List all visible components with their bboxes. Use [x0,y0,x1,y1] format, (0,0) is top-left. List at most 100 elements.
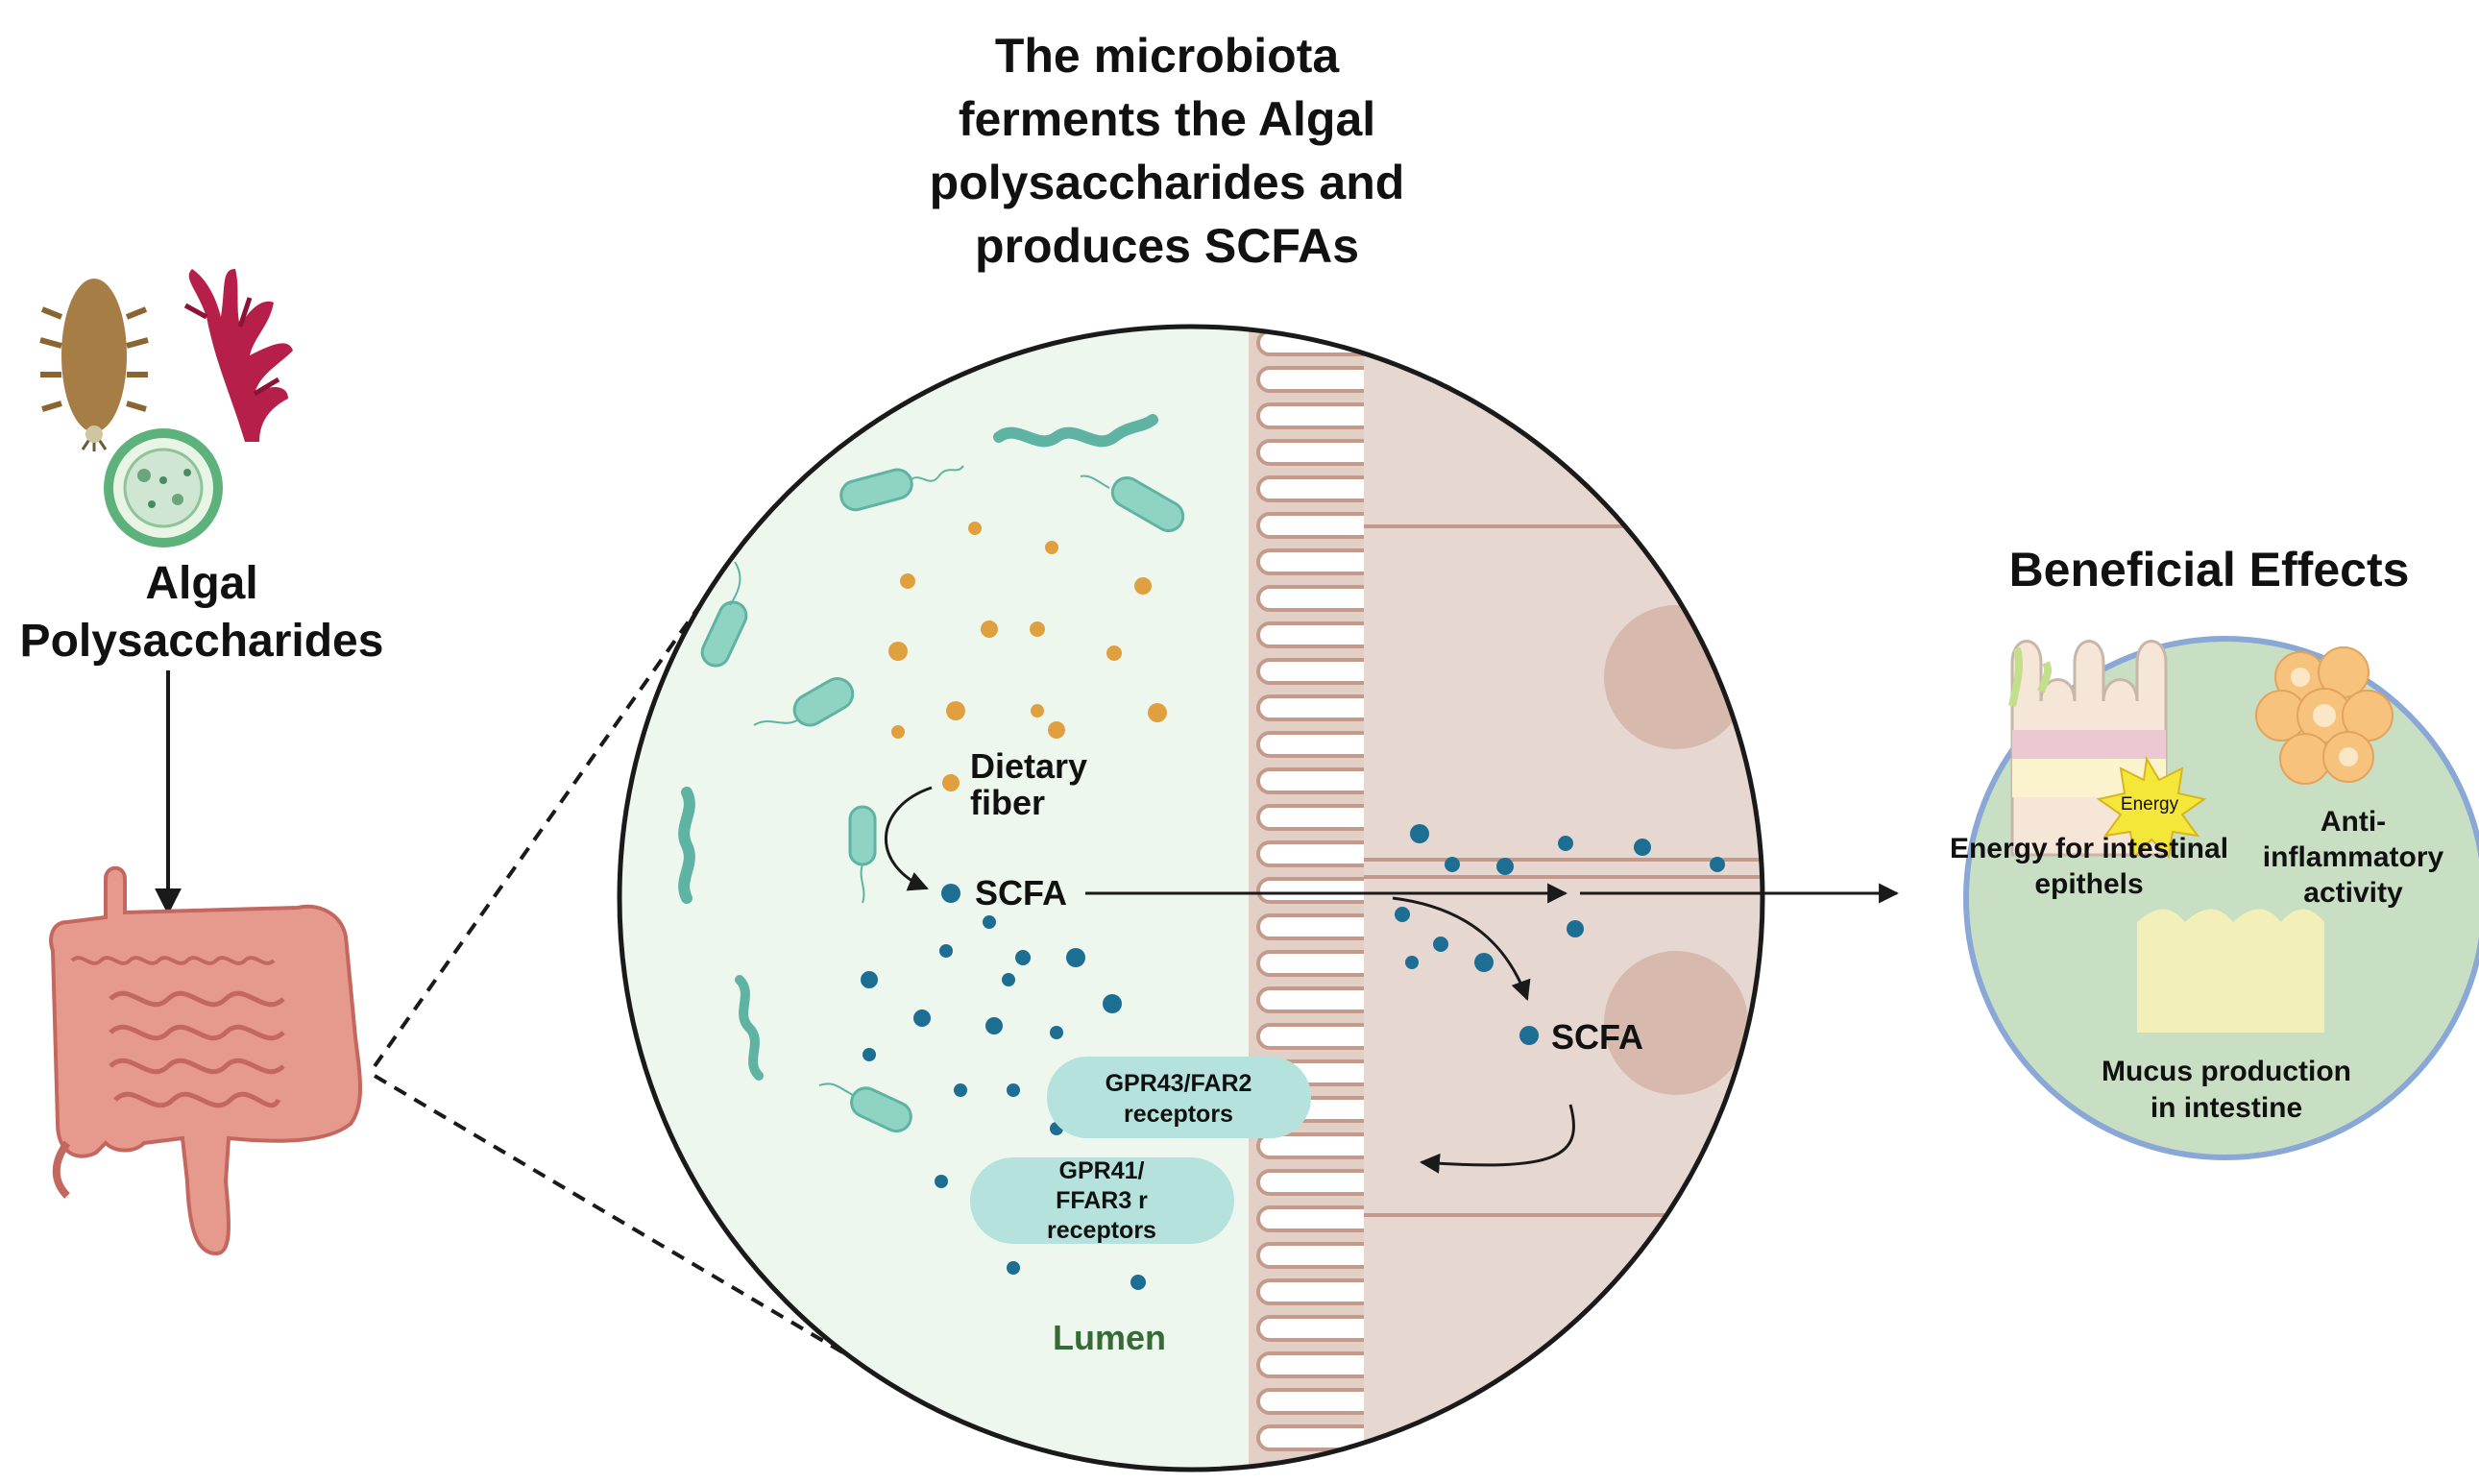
bacterium [700,561,748,668]
scfa-particles [861,824,1725,1290]
scfa-label-tissue: SCFA [1551,1017,1643,1057]
scfa-particle [1433,937,1448,952]
algal-label-line-2: Polysaccharides [20,616,384,667]
bacterium [993,414,1158,448]
villus [1256,1205,1364,1232]
villus [1256,877,1364,904]
receptor-gpr43: GPR43/FAR2 receptors [1047,1057,1311,1138]
zoom-line-top [373,574,722,1068]
scfa-particle [1015,950,1031,965]
scfa-tissue-dot [1519,1026,1539,1045]
lumen-background [620,327,1258,1470]
scfa-particle [1103,994,1122,1013]
bacterium [839,465,964,512]
zoom-circle-outline [617,324,1765,1472]
villus [1256,1351,1364,1378]
fiber-particle [1048,721,1065,739]
energy-label-line-2: epithels [2034,868,2143,900]
fiber-particle [981,620,998,638]
fiber-particle [888,642,908,661]
energy-badge: Energy [2121,794,2179,815]
scfa-marker-dot [941,884,960,903]
villus [1256,585,1364,612]
title-line-2: ferments the Algal [959,92,1375,146]
villus [1256,1461,1364,1470]
mucus-label-line-2: in intestine [2151,1092,2302,1124]
villus [1256,475,1364,502]
villus [1256,621,1364,648]
bacterium [735,975,764,1081]
dietary-fiber-particles [888,522,1167,739]
algal-label-line-1: Algal [145,558,257,609]
villus [1256,512,1364,539]
bacterium [678,787,695,904]
fiber-particle [1106,645,1122,661]
villus [1256,950,1364,977]
villus [1256,548,1364,575]
fiber-marker-dot [942,774,960,791]
scfa-particle [1558,836,1573,851]
lumen-label: Lumen [1053,1318,1166,1357]
scfa-particle [861,971,878,988]
receptor-gpr41-line-3: receptors [1047,1217,1156,1244]
beneficial-circle: Energy Energy for intestinal epithels An… [1950,636,2479,1160]
fiber-particle [1045,541,1058,554]
algal-polysaccharides-label: Algal Polysaccharides [20,558,384,667]
villus [1256,658,1364,685]
brown-seaweed-icon [39,279,149,451]
title-line-4: produces SCFAs [975,219,1359,273]
energy-burst-icon: Energy [2096,756,2207,860]
receptor-gpr41-line-1: GPR41/ [1059,1157,1145,1184]
mucus-icon [2137,909,2324,1033]
bacterium [753,677,855,727]
microalgae-cell-icon [104,428,223,547]
zoom-circle: GPR43/FAR2 receptors GPR41/ FFAR3 r rece… [617,324,1765,1472]
scfa-particle [1634,839,1651,856]
villus [1256,1023,1364,1050]
scfa-return-arrow [1419,1104,1575,1174]
villus [1256,366,1364,393]
dietary-fiber-line-1: Dietary [970,746,1087,786]
scfa-particle [1496,858,1514,875]
red-seaweed-icon [183,269,293,442]
villus [1256,1169,1364,1196]
villus [1256,1388,1364,1415]
dietary-fiber-line-2: fiber [970,783,1045,822]
receptor-gpr41-line-2: FFAR3 r [1056,1187,1148,1214]
bacterium [818,1083,912,1133]
villus [1256,804,1364,831]
scfa-particle [913,1010,931,1027]
scfa-particle [983,915,996,929]
scfa-particle [1395,907,1410,922]
tissue-cell-border [1364,524,1762,1217]
fiber-particle [1031,704,1044,718]
villus [1256,439,1364,466]
immune-cells-icon [2255,646,2394,785]
scfa-label-lumen: SCFA [975,873,1067,912]
scfa-particle [1567,920,1584,937]
scfa-particle [985,1017,1003,1034]
bacterium [848,805,877,904]
fiber-particle [968,522,982,535]
fiber-particle [1148,703,1167,722]
villus [1256,840,1364,867]
fiber-particle [1134,577,1152,595]
cell-nucleus-upper [1604,605,1748,749]
zoom-line-bottom [373,1074,905,1390]
villus [1256,731,1364,758]
scfa-particle [939,944,953,958]
intestine-icon [49,865,362,1256]
scfa-particle [1710,857,1725,872]
fiber-particle [946,701,965,720]
scfa-particle [954,1083,967,1097]
scfa-particle [1130,1275,1146,1290]
anti-label-line-3: activity [2303,877,2403,909]
villus [1256,1315,1364,1342]
scfa-particle [1007,1261,1020,1275]
scfa-particle [1405,956,1419,969]
villus [1256,986,1364,1013]
receptor-gpr43-line-2: receptors [1124,1101,1233,1128]
scfa-particle [1002,973,1015,986]
receptor-gpr43-line-1: GPR43/FAR2 [1106,1070,1252,1097]
